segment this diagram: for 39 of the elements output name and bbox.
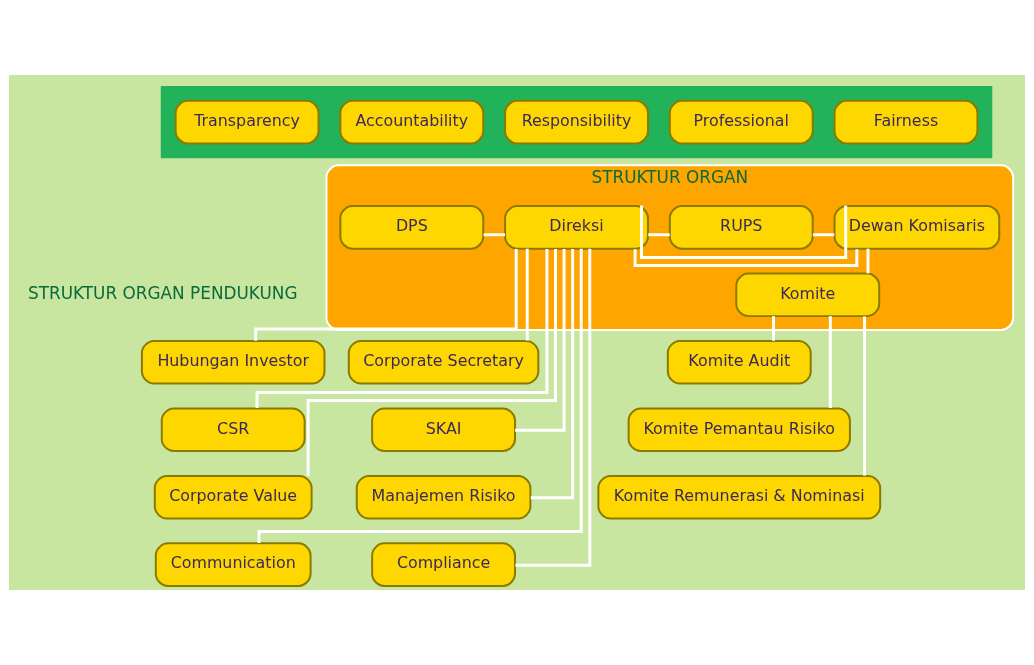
- node-box: Responsibility: [504, 99, 649, 145]
- label: STRUKTUR ORGAN PENDUKUNG: [28, 282, 298, 303]
- node-box: CSR: [160, 407, 306, 453]
- node-box: Professional: [668, 99, 814, 145]
- node-box: DPS: [339, 205, 485, 250]
- cluster: [160, 85, 993, 159]
- connector: [640, 205, 848, 260]
- node-box: RUPS: [668, 205, 814, 250]
- node-box: SKAI: [371, 407, 516, 453]
- connector: [483, 233, 505, 237]
- node-box: Manajemen Risiko: [355, 474, 532, 520]
- connector: [254, 248, 518, 341]
- node-box: Komite Remunerasi & Nominasi: [597, 474, 882, 520]
- node-box: Direksi: [504, 205, 649, 250]
- node-box: Communication: [154, 542, 312, 587]
- connector: [515, 249, 566, 432]
- connector: [866, 248, 870, 274]
- connector: [812, 233, 835, 237]
- connector: [648, 233, 670, 237]
- node-box: Accountability: [339, 99, 485, 145]
- node-box: Komite: [735, 272, 881, 318]
- connector: [515, 248, 592, 567]
- node-box: Hubungan Investor: [140, 339, 326, 385]
- connector: [772, 316, 775, 341]
- connector: [257, 248, 583, 544]
- node-box: Komite Pemantau Risiko: [627, 407, 851, 453]
- node-box: Compliance: [371, 542, 516, 587]
- connector: [633, 249, 859, 267]
- connector: [525, 248, 529, 341]
- node-box: Dewan Komisaris: [833, 205, 1001, 250]
- node-box: Transparency: [174, 99, 320, 145]
- node-box: Fairness: [833, 99, 979, 145]
- connector: [306, 248, 557, 476]
- node-box: Corporate Value: [153, 474, 313, 520]
- node-box: Komite Audit: [666, 339, 812, 385]
- connector: [530, 249, 575, 500]
- connector: [863, 316, 867, 476]
- connector: [828, 316, 832, 408]
- node-box: Corporate Secretary: [347, 339, 540, 385]
